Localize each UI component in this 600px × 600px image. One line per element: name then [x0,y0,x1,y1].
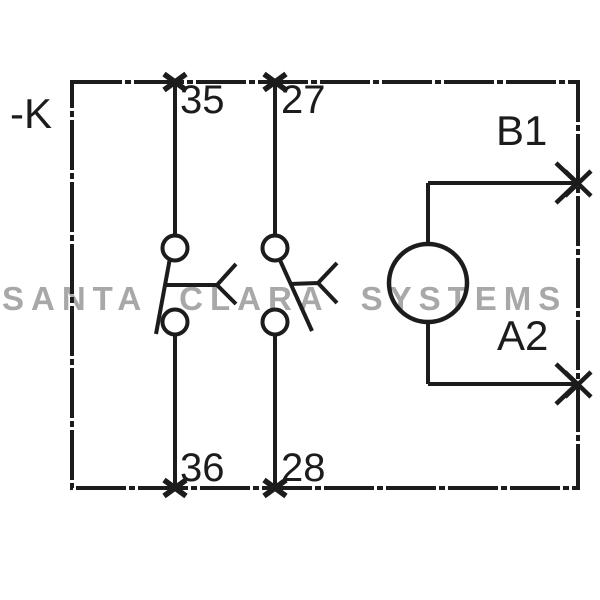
coil-branch [386,181,574,386]
outer-circuit-loop [70,80,580,490]
terminal-label-36: 36 [180,446,225,490]
coil-circle [386,241,470,325]
contact2-lower-terminal-circle [260,307,290,337]
contact2-actuator-fork-icon [289,261,339,305]
contact1-lower-terminal-circle [160,307,190,337]
terminal-label-28: 28 [281,446,326,490]
terminal-label-35: 35 [180,78,225,122]
contact-27-28 [260,82,339,488]
junction-x-icon-36 [162,477,188,499]
junction-x-icon-35 [162,71,188,93]
device-label: -K [10,90,52,137]
terminal-arrows [554,161,593,406]
terminal-label-27: 27 [281,78,326,122]
a2-junction-x-icon [563,370,593,399]
contact1-actuator-fork-icon [166,262,238,306]
terminal-label-b1: B1 [496,107,548,154]
contact2-upper-terminal-circle [260,233,290,263]
contact-35-36 [154,82,238,488]
b1-junction-x-icon [563,169,593,198]
contact1-blade [154,257,172,335]
junction-x-icon-27 [262,71,288,93]
contact1-upper-terminal-circle [160,233,190,263]
terminal-label-a2: A2 [497,312,549,359]
contact2-blade [277,257,314,332]
junction-marks [162,71,288,499]
junction-x-icon-28 [262,477,288,499]
